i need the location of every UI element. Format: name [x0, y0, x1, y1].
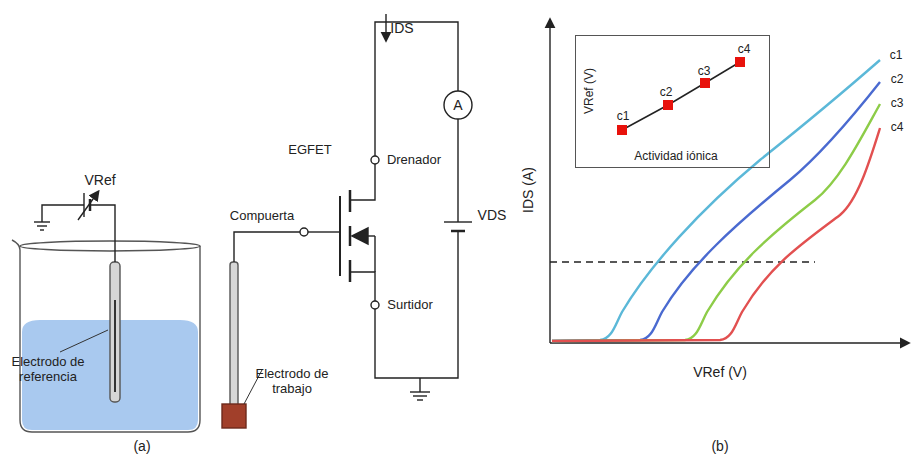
label: VRef (V) — [693, 364, 747, 380]
label: VRef — [84, 172, 115, 188]
label: Drenador — [387, 153, 441, 168]
label: (a) — [133, 438, 150, 454]
node-text: c2 — [660, 85, 673, 99]
label: IDS — [390, 20, 413, 36]
label: c2 — [891, 73, 904, 87]
label: Electrodo de trabajo — [250, 367, 334, 397]
label: Surtidor — [387, 298, 433, 313]
label: Compuerta — [230, 209, 294, 224]
label: c4 — [891, 121, 904, 135]
inset-box: VRef (V) Actividad iónica c1 c2 c3 c4 — [575, 35, 770, 168]
label: VDS — [478, 207, 507, 223]
label: Electrodo de referencia — [0, 355, 96, 385]
label: IDS (A) — [520, 167, 536, 213]
node-text: c1 — [617, 109, 630, 123]
label: c1 — [890, 49, 903, 63]
label: EGFET — [288, 143, 331, 158]
label: A — [453, 97, 462, 113]
node-text: c4 — [738, 42, 751, 56]
node-text: Actividad iónica — [634, 149, 717, 163]
node-text: c3 — [698, 64, 711, 78]
label: (b) — [711, 438, 728, 454]
label: c3 — [891, 97, 904, 111]
node-text: VRef (V) — [582, 68, 596, 114]
